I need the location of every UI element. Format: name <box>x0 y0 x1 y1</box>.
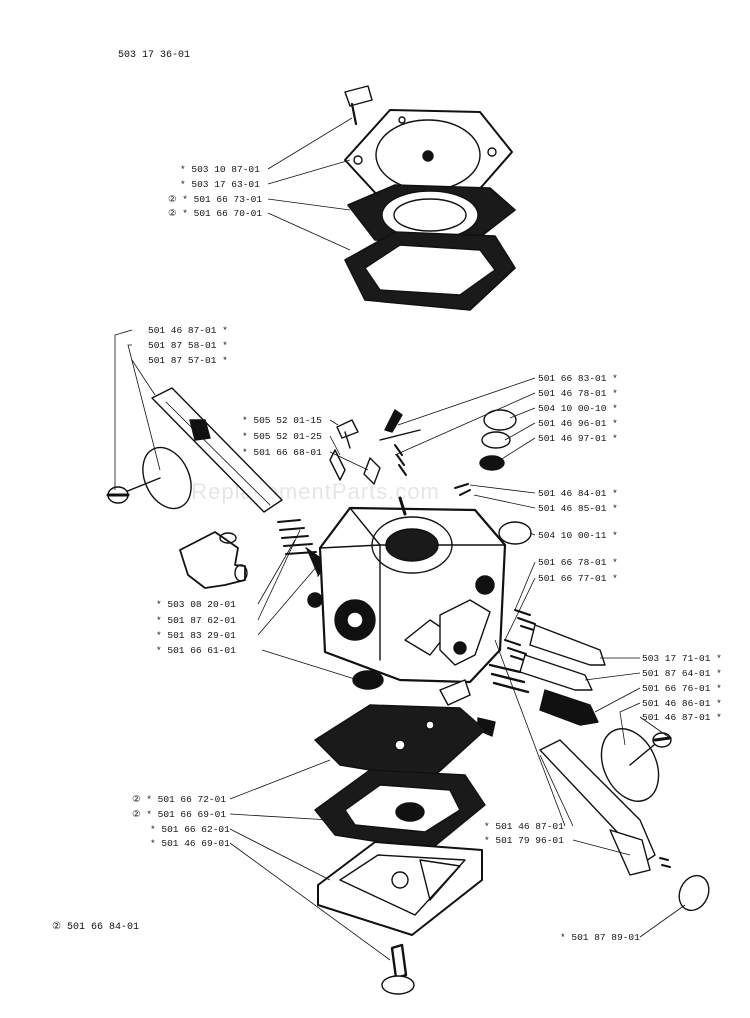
callout-label: 504 10 00-11 * <box>538 530 618 541</box>
callout-label: * 501 66 68-01 <box>242 447 322 458</box>
callout-label: 501 87 64-01 * <box>642 668 722 679</box>
pump-gasket-1 <box>347 184 516 246</box>
spring-left <box>277 519 327 577</box>
metering-diaphragm <box>314 769 486 851</box>
callout-label: * 501 46 69-01 <box>150 838 230 849</box>
callout-label: * 501 83 29-01 <box>156 630 236 641</box>
screw-top <box>344 85 373 126</box>
metering-cover <box>317 841 483 936</box>
callout-label: 501 46 96-01 * <box>538 418 618 429</box>
filter-screens <box>454 409 532 545</box>
callout-label: ② * 501 66 70-01 <box>168 208 263 219</box>
callout-label: * 501 66 62-01 <box>150 824 230 835</box>
needle-parts <box>439 679 710 912</box>
callout-label: 501 46 97-01 * <box>538 433 618 444</box>
metering-gasket <box>314 704 486 781</box>
elbow-fitting <box>179 531 248 589</box>
pump-diaphragm <box>344 231 516 311</box>
small-parts-top-center <box>329 409 421 516</box>
callout-label: 501 46 85-01 * <box>538 503 618 514</box>
callout-label: 501 66 76-01 * <box>642 683 722 694</box>
callout-label: 501 66 83-01 * <box>538 373 618 384</box>
callout-label: 501 66 77-01 * <box>538 573 618 584</box>
callout-label: ② * 501 66 72-01 <box>132 794 227 805</box>
callout-label: ② * 501 66 73-01 <box>168 194 263 205</box>
callout-label: 501 46 87-01 * <box>642 712 722 723</box>
screw-bottom <box>381 943 415 995</box>
callout-label: 501 66 78-01 * <box>538 557 618 568</box>
diaphragm-disc-left <box>124 446 192 510</box>
knob-right <box>652 732 672 748</box>
callout-label: * 501 79 96-01 <box>484 835 564 846</box>
callout-label: * 501 46 87-01 <box>484 821 564 832</box>
callout-label: 503 17 71-01 * <box>642 653 722 664</box>
gasket-bottom-ring <box>352 670 384 690</box>
adjusting-screws <box>488 609 606 726</box>
callout-label: * 505 52 01-15 <box>242 415 322 426</box>
watermark: eReplacementParts.com <box>178 479 440 504</box>
callout-label: 501 87 57-01 * <box>148 355 228 366</box>
callout-label: * 503 08 20-01 <box>156 599 236 610</box>
callout-label: * 501 87 62-01 <box>156 615 236 626</box>
lever-right <box>539 739 656 876</box>
callout-label: 501 46 84-01 * <box>538 488 618 499</box>
callout-label: * 505 52 01-25 <box>242 431 322 442</box>
callout-label: ② * 501 66 69-01 <box>132 809 227 820</box>
callout-label: * 503 17 63-01 <box>180 179 260 190</box>
carburetor-body <box>307 506 507 684</box>
callout-label: * 501 87 89-01 <box>560 932 640 943</box>
lever-left <box>151 387 283 513</box>
callout-label: 501 46 78-01 * <box>538 388 618 399</box>
callout-label: * 503 10 87-01 <box>180 164 260 175</box>
diagram-part-number: 503 17 36-01 <box>118 50 191 61</box>
callout-label: 501 46 86-01 * <box>642 698 722 709</box>
callout-label: 504 10 00-10 * <box>538 403 618 414</box>
knob-left <box>106 486 130 504</box>
pump-cover <box>344 109 513 201</box>
callout-label: 501 87 58-01 * <box>148 340 228 351</box>
callout-label: 501 46 87-01 * <box>148 325 228 336</box>
callout-label: * 501 66 61-01 <box>156 645 236 656</box>
kit-footnote: ② 501 66 84-01 <box>52 922 139 933</box>
diaphragm-disc-right <box>600 728 661 802</box>
